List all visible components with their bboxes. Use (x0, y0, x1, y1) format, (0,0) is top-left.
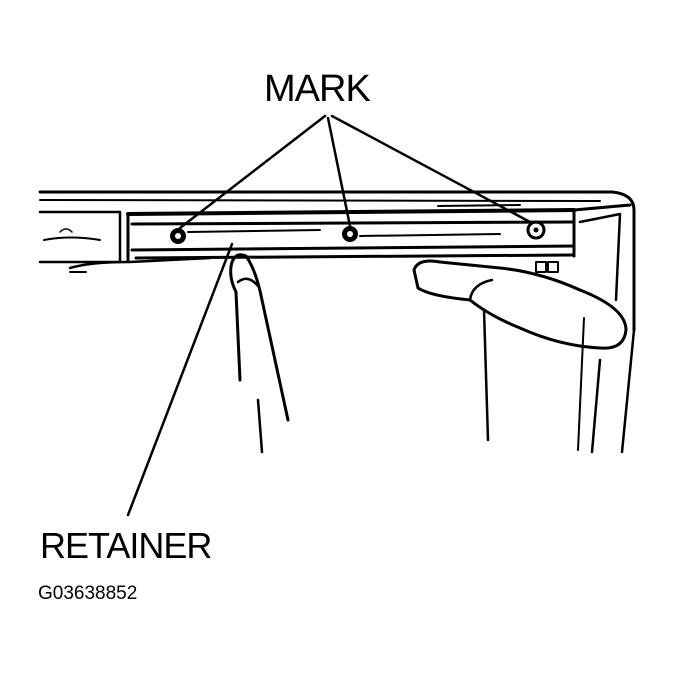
retainer-channel (126, 204, 576, 262)
right-hand (412, 259, 628, 442)
mark-label: MARK (264, 68, 371, 110)
figure-code: G03638852 (38, 583, 138, 604)
retainer-label: RETAINER (40, 525, 212, 566)
corner-pillar (535, 203, 636, 454)
left-tool (229, 253, 290, 454)
roof-rail (38, 190, 636, 332)
mark-dot-middle (342, 226, 358, 242)
mark-leader-lines (178, 114, 532, 230)
retainer-leader-line (126, 242, 234, 517)
mark-dot-left (170, 228, 186, 244)
mark-dot-right (526, 220, 546, 240)
